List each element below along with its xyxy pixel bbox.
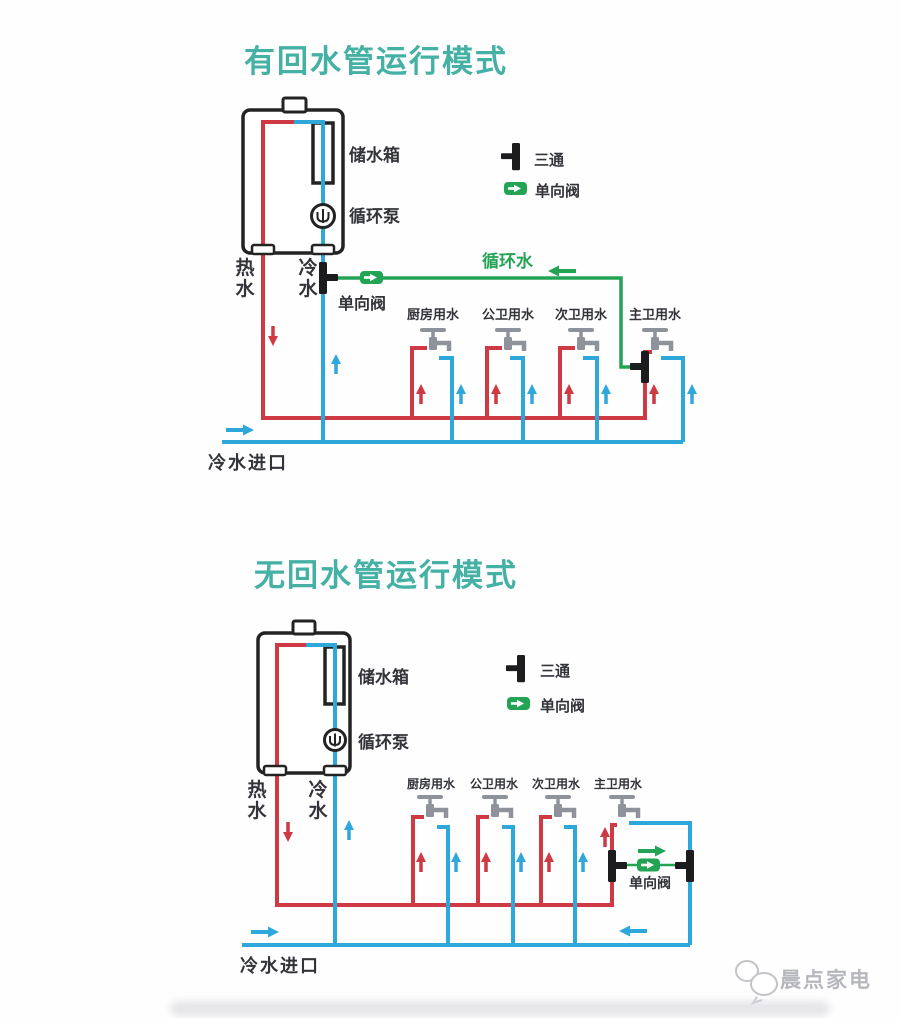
- hot-outlet-connector: [250, 243, 276, 256]
- tap-label-second-bath: 次卫用水: [554, 307, 607, 322]
- riser-arrow: [454, 382, 468, 406]
- riser-arrow: [489, 382, 503, 406]
- tap-label-kitchen: 厨房用水: [406, 307, 459, 322]
- check-valve-label: 单向阀: [338, 296, 387, 313]
- page-title: 有回水管运行模式: [244, 44, 508, 79]
- hot-water-pipes: [275, 643, 617, 907]
- riser-arrow: [542, 850, 556, 874]
- cold-water-label: 冷水: [308, 780, 328, 823]
- legend-tee-label: 三通: [534, 152, 565, 169]
- hot-outlet-connector: [262, 764, 288, 777]
- check-valve-label: 单向阀: [629, 875, 671, 891]
- cold-water-inlet-label: 冷水进口: [240, 956, 320, 976]
- cold-water-inlet-label: 冷水进口: [208, 453, 288, 473]
- hot-water-label: 热水: [247, 780, 267, 823]
- check-valve-icon: [360, 271, 383, 284]
- tee-icon: [675, 850, 694, 882]
- riser-arrow: [449, 850, 463, 874]
- faucet-icon: [611, 797, 638, 818]
- faucet-icon: [547, 797, 574, 818]
- pump-icon: [310, 203, 336, 229]
- tee-icon: [506, 655, 525, 683]
- legend-tee-label: 三通: [540, 663, 571, 680]
- cold-flow-up-arrow: [342, 818, 356, 842]
- faucet-icon: [644, 330, 671, 351]
- storage-tank-label: 储水箱: [349, 146, 400, 165]
- heater-flue-cap: [291, 619, 317, 636]
- tap-label-master-bath: 主卫用水: [628, 307, 681, 322]
- hot-water-label: 热水: [235, 258, 255, 301]
- riser-arrow: [576, 850, 590, 874]
- heater-flue-cap: [281, 96, 308, 114]
- tap-label-guest-bath: 公卫用水: [469, 777, 518, 791]
- tee-icon: [319, 262, 338, 294]
- tee-icon: [501, 143, 520, 171]
- diagram-with-return-pipe: [222, 96, 699, 444]
- cold-water-label: 冷水: [298, 258, 318, 301]
- pump-icon: [323, 728, 347, 752]
- brand-name: 晨点家电: [780, 969, 872, 992]
- riser-arrow: [598, 825, 612, 849]
- riser-arrow: [414, 850, 428, 874]
- cold-flow-up-arrow: [329, 352, 343, 376]
- return-flow-arrow: [617, 923, 649, 939]
- riser-arrow: [525, 382, 539, 406]
- faucet-icon: [484, 797, 511, 818]
- tap-label-second-bath: 次卫用水: [531, 777, 580, 791]
- tap-label-kitchen: 厨房用水: [406, 777, 455, 791]
- cold-inlet-connector: [310, 243, 336, 256]
- pump-label: 循环泵: [358, 733, 409, 752]
- check-valve-icon: [637, 858, 660, 872]
- cold-water-pipes: [222, 120, 685, 444]
- riser-arrow: [685, 382, 699, 406]
- riser-arrow: [599, 382, 613, 406]
- faucet-icon: [419, 797, 446, 818]
- riser-arrow: [414, 382, 428, 406]
- legend-check-valve-label: 单向阀: [535, 183, 581, 200]
- riser-arrow: [479, 850, 493, 874]
- hot-flow-down-arrow: [281, 820, 295, 844]
- legend-check-valve-label: 单向阀: [540, 698, 586, 715]
- check-valve-icon: [507, 697, 530, 710]
- riser-arrow: [562, 382, 576, 406]
- circulation-pipe: [335, 276, 632, 369]
- tee-icon: [630, 351, 649, 383]
- chat-bubbles-logo: [735, 960, 778, 1005]
- page-title: 无回水管运行模式: [254, 558, 518, 593]
- riser-arrow: [647, 382, 661, 406]
- circulating-water-label: 循环水: [482, 252, 533, 271]
- cold-water-pipes: [242, 643, 692, 947]
- check-valve-icon: [504, 182, 527, 195]
- blurred-caption-strip: [170, 1001, 830, 1016]
- diagram-without-return-pipe: [242, 619, 694, 947]
- cold-inlet-connector: [322, 764, 348, 777]
- hot-flow-down-arrow: [266, 324, 280, 348]
- pump-label: 循环泵: [349, 207, 400, 226]
- bypass-flow-arrow: [636, 843, 668, 859]
- tap-label-guest-bath: 公卫用水: [481, 307, 534, 322]
- circulation-flow-arrow: [546, 263, 578, 279]
- inlet-flow-arrow: [249, 924, 281, 940]
- tee-icon: [608, 850, 627, 882]
- tap-label-master-bath: 主卫用水: [593, 777, 642, 791]
- inlet-flow-arrow: [224, 422, 256, 438]
- storage-tank-label: 储水箱: [358, 668, 409, 687]
- riser-arrow: [514, 850, 528, 874]
